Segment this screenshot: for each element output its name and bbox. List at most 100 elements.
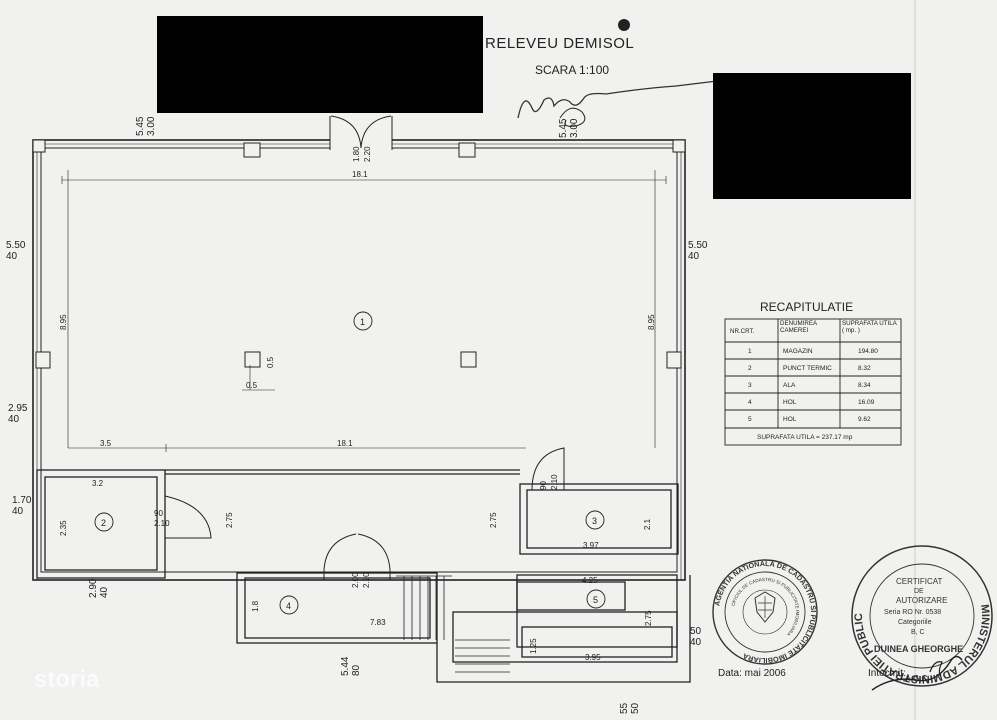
room2-door [164,495,212,539]
opening-left1-b: 40 [6,251,18,262]
dim-right-side: 2.75 [489,512,498,528]
dim-door3-a: 90 [539,481,548,490]
dim-room2-width: 3.2 [92,479,104,488]
recap-row-name: ALA [783,382,796,389]
opening-right2-b: 40 [690,637,702,648]
dim-room4-width: 7.83 [370,618,386,627]
recap-row-nr: 2 [748,365,752,372]
redaction-block-right [713,73,911,199]
dim-bottom-height: 1.25 [529,638,538,654]
outer-walls [32,139,686,581]
opening-bottom-right-b: 50 [630,702,641,714]
plan-scale: SCARA 1:100 [535,63,609,77]
prepared-by-label: Intocmit: [868,668,906,679]
dim-left-height: 8.95 [59,314,68,330]
recap-header-nr: NR.CRT. [730,328,755,335]
recap-header-name: DENUMIREA CAMEREI [780,320,817,334]
recap-row-area: 9.62 [858,416,871,423]
recap-row-nr: 3 [748,382,752,389]
recap-row-area: 16.09 [858,399,875,406]
stamp-line-5: Categoriile [898,619,932,626]
dim-door-top-b: 2.20 [363,146,372,162]
dim-pillar-width: 0.5 [246,381,258,390]
stamp-holder-name: DUINEA GHEORGHE [874,644,963,654]
dim-mid-width: 18.1 [337,439,353,448]
middle-double-door [323,533,391,580]
opening-top-right-a: 5.45 [558,118,569,138]
room-3-label: 3 [592,516,597,526]
opening-right1-b: 40 [688,251,700,262]
stairs [396,575,510,673]
opening-left3-a: 1.70 [12,495,32,506]
recap-row-name: PUNCT TERMIC [783,365,832,372]
dim-pillar-height: 0.5 [266,356,275,368]
recap-table [724,318,902,446]
opening-bottom-mid-a: 5.44 [340,656,351,676]
recap-row-nr: 4 [748,399,752,406]
room-5-label: 5 [593,595,598,605]
recap-header-area: SUPRAFATA UTILA ( mp. ) [842,320,897,334]
watermark-logo: storia [34,666,100,693]
dim-door2-b: 2.10 [154,519,170,528]
stamp-line-2: DE [914,588,924,595]
dim-door3-b: 2.10 [550,474,559,490]
dim-right-height: 8.95 [647,314,656,330]
stamp-bottom-code: A.G.C [905,674,927,683]
opening-right1-a: 5.50 [688,240,708,251]
opening-bottom-mid-b: 80 [351,664,362,676]
recap-row-name: HOL [783,416,797,423]
drawing-date: Data: mai 2006 [718,668,786,679]
stamp-line-1: CERTIFICAT [896,577,942,586]
dim-door2-a: 90 [154,509,163,518]
dim-bottom-width: 3.95 [585,653,601,662]
recap-rows: 1 MAGAZIN 194.80 2 PUNCT TERMIC 8.32 3 A… [748,348,878,423]
redaction-block-top [157,16,483,113]
room-4-label: 4 [286,601,291,611]
opening-top-left-a: 5.45 [135,116,146,136]
recap-row-area: 8.34 [858,382,871,389]
dim-room5-width: 4.25 [582,576,598,585]
interior-walls [36,469,691,683]
dim-door-top-a: 1.80 [352,146,361,162]
opening-bottom-right-a: 55 [619,702,630,714]
stamp-line-6: B, C [911,629,925,636]
stamp-line-4: Seria RO Nr. 0538 [884,609,941,616]
recap-row-name: MAGAZIN [783,348,813,355]
recap-row-area: 194.80 [858,348,878,355]
recap-row-nr: 5 [748,416,752,423]
recap-title: RECAPITULATIE [760,300,853,314]
opening-left3-b: 40 [12,506,24,517]
dim-room5-height: 2.75 [644,610,653,626]
signature-loop [559,107,586,127]
dim-room3-width: 3.97 [583,541,599,550]
recap-row-nr: 1 [748,348,752,355]
opening-left2-b: 40 [8,414,20,425]
opening-left1-a: 5.50 [6,240,26,251]
signature-mark [517,75,757,119]
room-markers [94,311,606,615]
recap-row-area: 8.32 [858,365,871,372]
dim-room2-height: 2.35 [59,520,68,536]
opening-right2-a: 50 [690,626,702,637]
opening-left2-a: 2.95 [8,403,28,414]
plan-title: RELEVEU DEMISOL [485,35,634,52]
cadastre-stamp: AGENTIA NATIONALA DE CADASTRU SI PUBLICI… [712,559,818,665]
dim-room4-height: 1.8 [251,600,260,612]
stamp-line-3: AUTORIZARE [896,596,947,605]
recap-total: SUPRAFATA UTILA = 237.17 mp [757,434,853,441]
opening-bottom-left-b: 40 [99,586,110,598]
dim-left-seg: 3.5 [100,439,112,448]
opening-top-left-b: 3.00 [146,116,157,136]
perimeter-pillars [32,139,686,369]
dim-door-mid-a: 2.00 [351,572,360,588]
dimension-lines [61,170,667,452]
ink-blot [618,19,630,31]
entry-double-door [329,115,393,150]
dim-door-mid-b: 2.20 [362,572,371,588]
dim-top-width: 18.1 [352,170,368,179]
opening-labels: 5.45 3.00 5.45 3.00 5.50 40 5.50 40 2.95… [6,116,708,714]
room3-door [531,447,565,491]
room-2-label: 2 [101,518,106,528]
